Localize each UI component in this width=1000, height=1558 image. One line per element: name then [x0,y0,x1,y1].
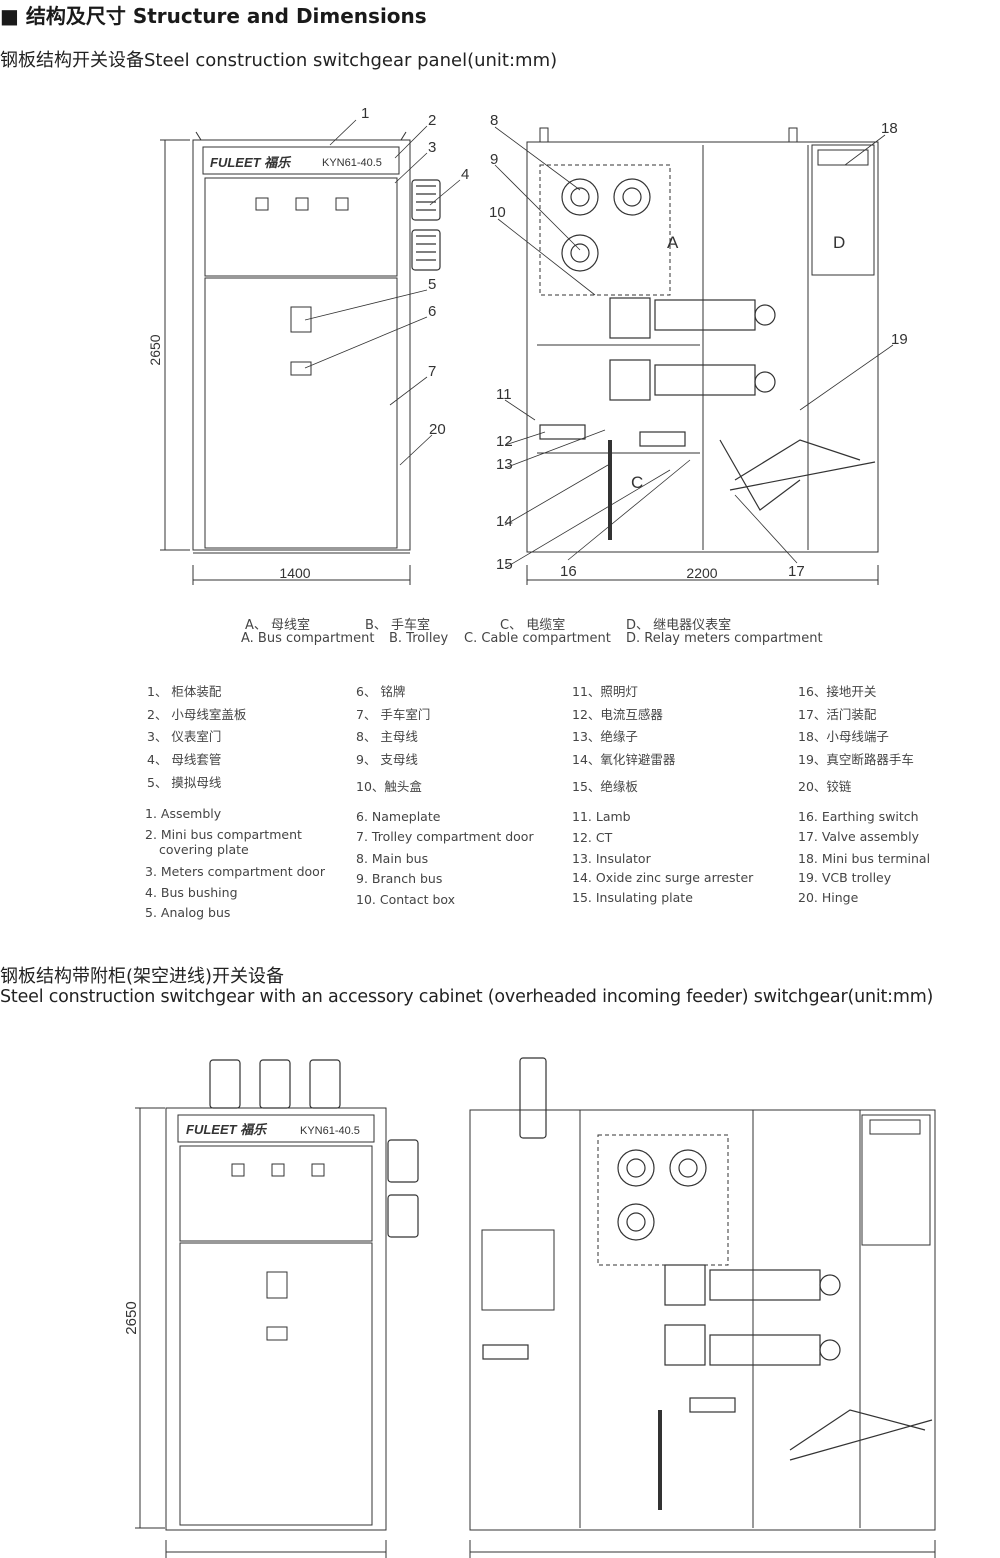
part-en: 4. Bus bushing [145,885,238,900]
part-en: 9. Branch bus [356,871,443,886]
callout-numbers-1: 1 2 3 4 5 6 7 8 9 10 11 12 13 14 15 16 1… [361,105,908,580]
legend-b-cn: B、 手车室 [365,618,431,633]
callout-6: 6 [428,303,436,320]
part-en: 7. Trolley compartment door [356,829,534,844]
part-en: 17. Valve assembly [798,829,919,844]
part-cn: 17、活门装配 [798,707,877,722]
part-en: 10. Contact box [356,892,456,907]
page-heading: ■ 结构及尺寸 Structure and Dimensions [0,4,427,28]
callout-7: 7 [428,363,436,380]
legend-b-en: B. Trolley [389,631,449,646]
part-en: 8. Main bus [356,851,429,866]
callout-16: 16 [560,563,577,580]
legend-a-en: A. Bus compartment [241,631,375,646]
compartment-d-label: D [833,233,845,252]
part-en: 20. Hinge [798,890,859,905]
legend-d-en: D. Relay meters compartment [626,631,823,646]
callout-13: 13 [496,456,513,473]
callouts-1 [304,119,894,569]
callout-3: 3 [428,139,436,156]
section2-title-en: Steel construction switchgear with an ac… [0,987,934,1007]
part-cn: 11、照明灯 [572,684,638,699]
part-en: 11. Lamb [572,809,631,824]
side-view-1: 2200 A D C [526,127,879,585]
part-cn: 6、 铭牌 [356,684,406,699]
callout-20: 20 [429,421,446,438]
part-en: 2. Mini bus compartment covering plate [145,827,302,857]
compartment-a-label: A [667,233,679,252]
nameplate-model: KYN61-40.5 [322,157,382,169]
callout-17: 17 [788,563,805,580]
callout-5: 5 [428,276,436,293]
part-cn: 1、 柜体装配 [147,684,222,699]
callout-14: 14 [496,513,513,530]
front-view-2: FULEET 福乐 KYN61-40.5 2650 1400 [123,1059,419,1558]
part-cn: 13、绝缘子 [572,729,638,744]
dim-height-1: 2650 [147,334,163,365]
callout-12: 12 [496,433,513,450]
part-cn: 14、氧化锌避雷器 [572,752,676,767]
part-en: 3. Meters compartment door [145,864,325,879]
part-cn: 18、小母线端子 [798,729,889,744]
part-cn: 15、绝缘板 [572,779,638,794]
part-en: 15. Insulating plate [572,890,693,905]
dim-height-2: 2650 [123,1301,140,1334]
part-cn: 7、 手车室门 [356,707,431,722]
part-cn: 20、铰链 [798,779,852,794]
callout-18: 18 [881,120,898,137]
callout-8: 8 [490,112,498,129]
part-en: 16. Earthing switch [798,809,919,824]
part-cn: 12、电流互感器 [572,707,663,722]
legend-d-cn: D、 继电器仪表室 [626,618,732,633]
part-cn: 16、接地开关 [798,684,877,699]
part-cn: 5、 摸拟母线 [147,775,222,790]
legend-c-en: C. Cable compartment [464,631,611,646]
part-cn: 8、 主母线 [356,729,418,744]
section2-title-cn: 钢板结构带附柜(架空进线)开关设备 [0,966,285,987]
callout-15: 15 [496,556,513,573]
part-en: 5. Analog bus [145,905,231,920]
part-en: 1. Assembly [145,806,222,821]
callout-4: 4 [461,166,469,183]
part-en: 14. Oxide zinc surge arrester [572,870,754,885]
part-en: 18. Mini bus terminal [798,851,931,866]
nameplate-brand: FULEET 福乐 [210,155,292,170]
nameplate2-model: KYN61-40.5 [300,1125,360,1137]
part-en: 12. CT [572,830,613,845]
callout-9: 9 [490,151,498,168]
dim-depth-1: 2200 [686,565,717,581]
dim-width-1: 1400 [279,565,310,581]
callout-2: 2 [428,112,436,129]
legend-a-cn: A、 母线室 [245,618,311,633]
part-en: 6. Nameplate [356,809,441,824]
part-cn: 3、 仪表室门 [147,729,222,744]
part-en: 13. Insulator [572,851,651,866]
callout-1: 1 [361,105,369,122]
part-cn: 10、触头盒 [356,779,422,794]
part-cn: 19、真空断路器手车 [798,752,914,767]
callout-10: 10 [489,204,506,221]
part-cn: 9、 支母线 [356,752,418,767]
callout-19: 19 [891,331,908,348]
legend-c-cn: C、 电缆室 [500,618,566,633]
callout-11: 11 [496,386,512,403]
side-view-2: 2900 [469,1057,936,1558]
part-en: 19. VCB trolley [798,870,892,885]
nameplate2-brand: FULEET 福乐 [186,1122,268,1137]
part-cn: 4、 母线套管 [147,752,222,767]
part-cn: 2、 小母线室盖板 [147,707,247,722]
front-view-1: FULEET 福乐 KYN61-40.5 2650 1400 [147,131,441,585]
section1-title: 钢板结构开关设备Steel construction switchgear pa… [0,50,558,71]
